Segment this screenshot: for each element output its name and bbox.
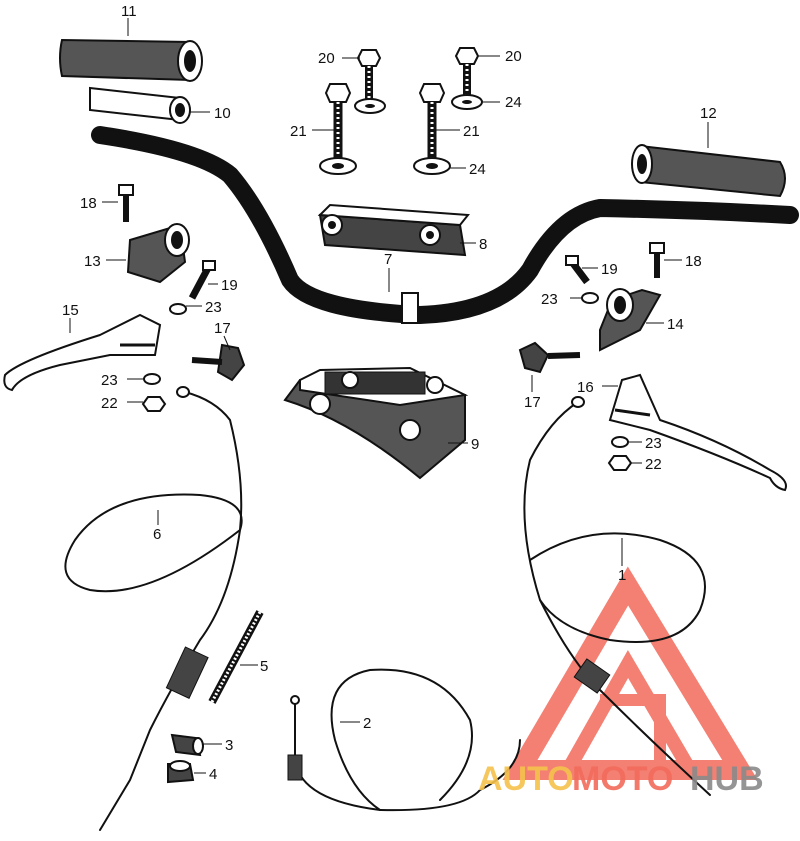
- callout-18-left: 18: [80, 195, 97, 212]
- callout-9: 9: [471, 436, 479, 453]
- upper-holder-part-8: [317, 203, 470, 257]
- callout-4: 4: [209, 766, 217, 783]
- callout-18-right: 18: [685, 253, 702, 270]
- callout-24-top: 24: [505, 94, 522, 111]
- brand-moto: MOTO: [572, 760, 673, 798]
- pivot-bolts-part-17: [191, 341, 581, 382]
- callout-23-left-lower: 23: [101, 372, 118, 389]
- callout-3: 3: [225, 737, 233, 754]
- callout-1: 1: [618, 567, 626, 584]
- washers-part-24: [319, 94, 483, 175]
- callout-7: 7: [384, 251, 392, 268]
- callout-22-left: 22: [101, 395, 118, 412]
- logo-inner-triangle: [561, 649, 697, 774]
- logo-triangle: [502, 566, 758, 780]
- adjuster-part-3: [170, 733, 204, 757]
- bolts-part-18: [118, 184, 665, 278]
- callout-19-right: 19: [601, 261, 618, 278]
- brake-cable-part-1: [523, 396, 711, 796]
- callout-22-right: 22: [645, 456, 662, 473]
- spring-part-5: [208, 610, 264, 704]
- callout-6: 6: [153, 526, 161, 543]
- callout-15: 15: [62, 302, 79, 319]
- callout-11: 11: [121, 3, 137, 20]
- clutch-cable-part-6: [64, 386, 243, 831]
- brand-hub: HUB: [690, 760, 764, 798]
- callout-23-right-upper: 23: [541, 291, 558, 308]
- callout-2: 2: [363, 715, 371, 732]
- callout-20-left: 20: [318, 50, 335, 67]
- callout-13: 13: [84, 253, 101, 270]
- clutch-lever-part-15: [3, 313, 162, 392]
- watermark-brand: AUTO MOTO HUB: [478, 760, 764, 798]
- callout-17-right: 17: [524, 394, 541, 411]
- watermark-logo: [502, 566, 758, 780]
- callout-10: 10: [214, 105, 231, 122]
- lower-holder-part-9: [283, 366, 469, 480]
- bolts-part-20-21: [324, 47, 480, 158]
- handlebar-part-7: [91, 126, 799, 324]
- callout-20-right: 20: [505, 48, 522, 65]
- callout-16: 16: [577, 379, 594, 396]
- adjuster-part-4: [167, 760, 195, 784]
- logo-inner-mark: [600, 694, 666, 760]
- callout-24-bottom: 24: [469, 161, 486, 178]
- brake-lever-part-16: [608, 373, 787, 492]
- callout-5: 5: [260, 658, 268, 675]
- callout-12: 12: [700, 105, 717, 122]
- leader-lines: [69, 18, 709, 774]
- callout-21-right: 21: [463, 123, 480, 140]
- grip-left-part-11: [59, 38, 203, 82]
- lever-bracket-left-part-13: [126, 223, 190, 284]
- callout-23-left-upper: 23: [205, 299, 222, 316]
- lever-bracket-right-part-14: [599, 288, 662, 352]
- callout-numbers: 11 10 20 20 24 21 21 24 12 18 8 13 19 7 …: [62, 3, 717, 783]
- grip-right-part-12: [631, 144, 786, 198]
- callout-17-left: 17: [214, 320, 231, 337]
- throttle-cable-part-2: [287, 668, 521, 812]
- brand-auto: AUTO: [478, 760, 574, 798]
- screws-part-19: [188, 255, 590, 300]
- callout-23-right-lower: 23: [645, 435, 662, 452]
- callout-19-left: 19: [221, 277, 238, 294]
- callout-14: 14: [667, 316, 684, 333]
- throttle-sleeve-part-10: [89, 86, 191, 124]
- callout-8: 8: [479, 236, 487, 253]
- callout-21-left: 21: [290, 123, 307, 140]
- nuts-part-22: [141, 396, 633, 471]
